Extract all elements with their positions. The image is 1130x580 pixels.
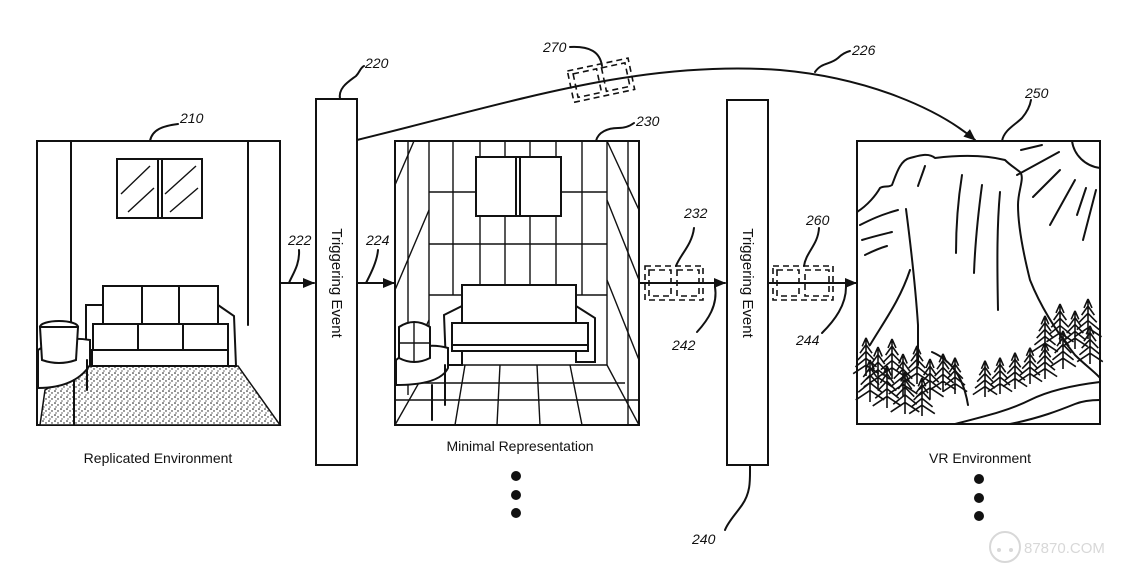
pine-tree xyxy=(1073,298,1103,339)
arrow-224: 224 xyxy=(356,232,395,288)
side-chair xyxy=(37,320,91,426)
wireframe-window xyxy=(475,156,562,217)
data-packet-232: 232 xyxy=(644,205,708,301)
pine-tree xyxy=(908,377,936,416)
triggering-event-220-box: Triggering Event 220 xyxy=(315,55,389,466)
window xyxy=(116,158,203,219)
replicated-environment-panel: 210 Replicated Environment xyxy=(36,110,282,466)
ref-230: 230 xyxy=(635,113,660,129)
ref-222: 222 xyxy=(287,232,312,248)
triggering-event-240-box: Triggering Event 240 xyxy=(691,99,769,547)
caption-replicated-environment: Replicated Environment xyxy=(84,450,233,466)
ref-240: 240 xyxy=(691,531,716,547)
sun xyxy=(1071,140,1101,169)
watermark-text: 87870.COM xyxy=(1024,540,1105,557)
pine-tree xyxy=(877,338,907,379)
pine-trees xyxy=(852,298,1104,416)
arrow-244: 260 244 xyxy=(767,212,857,348)
minimal-representation-panel: 230 Minimal Representation xyxy=(394,113,660,518)
pine-tree xyxy=(1061,310,1089,349)
pine-tree xyxy=(1017,347,1043,384)
ref-270: 270 xyxy=(542,39,567,55)
ref-250: 250 xyxy=(1024,85,1049,101)
ref-260: 260 xyxy=(805,212,830,228)
pine-tree xyxy=(1031,315,1059,354)
ref-244: 244 xyxy=(795,332,820,348)
wireframe-chair xyxy=(395,321,449,421)
pine-tree xyxy=(942,357,968,394)
ref-210: 210 xyxy=(179,110,204,126)
arrow-226: 226 270 xyxy=(356,39,976,141)
arrow-242: 232 242 xyxy=(638,205,726,353)
pine-tree xyxy=(1076,325,1104,364)
pine-tree xyxy=(987,357,1013,394)
watermark: 87870.COM xyxy=(989,531,1105,563)
sun-rays xyxy=(1016,144,1097,241)
pine-tree xyxy=(1049,330,1077,369)
triggering-event-220-label: Triggering Event xyxy=(328,228,345,338)
data-packet-260: 260 xyxy=(772,212,834,301)
pine-tree xyxy=(1002,352,1028,389)
sofa xyxy=(85,285,238,367)
wireframe-sofa xyxy=(442,284,596,366)
arrow-222: 222 xyxy=(279,232,315,288)
caption-minimal-representation: Minimal Representation xyxy=(446,438,593,454)
vr-environment-panel: 250 VR Environment xyxy=(852,85,1104,521)
ref-232: 232 xyxy=(683,205,708,221)
ellipsis-minimal xyxy=(511,471,521,518)
data-packet-270 xyxy=(566,57,636,104)
caption-vr-environment: VR Environment xyxy=(929,450,1031,466)
pine-tree xyxy=(855,359,885,402)
ref-220: 220 xyxy=(364,55,389,71)
ref-226: 226 xyxy=(851,42,876,58)
triggering-event-240-label: Triggering Event xyxy=(739,228,756,338)
pine-tree xyxy=(872,365,902,408)
pine-tree xyxy=(903,345,931,384)
pine-tree xyxy=(972,360,998,397)
ellipsis-vr xyxy=(974,474,984,521)
mountain-cliff xyxy=(856,153,1101,379)
ref-224: 224 xyxy=(365,232,390,248)
river xyxy=(954,381,1101,425)
ref-242: 242 xyxy=(671,337,696,353)
